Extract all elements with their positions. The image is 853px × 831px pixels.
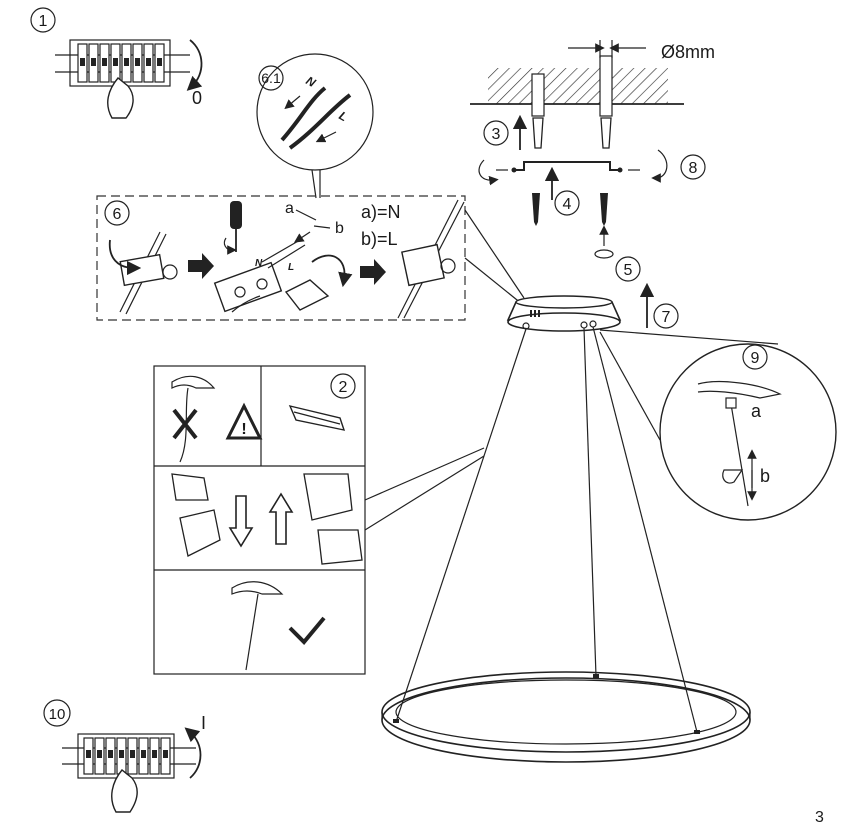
wire-b-label: b — [335, 220, 344, 237]
suspension-cable — [592, 326, 698, 733]
step-4-number: 4 — [563, 196, 572, 213]
gloved-hands-icon — [171, 473, 363, 565]
drill-diameter-label: Ø8mm — [661, 42, 715, 62]
step-6-number: 6 — [113, 206, 122, 223]
hand-icon — [725, 397, 737, 409]
mounting-bracket-icon — [511, 161, 623, 173]
a-equals-n-label: a)=N — [361, 202, 401, 222]
check-icon — [288, 616, 326, 645]
hand-icon — [722, 469, 744, 484]
switch-on-label: I — [201, 713, 206, 733]
up-arrow-icon — [268, 492, 294, 545]
wall-plug-icon — [532, 117, 612, 149]
arrow-icon — [284, 95, 301, 110]
zoom-circle — [256, 53, 374, 171]
warning-icon — [225, 402, 263, 440]
step-6-frame — [96, 195, 466, 321]
step-10-switch-on: 10 I — [43, 699, 206, 813]
breaker-panel-icon — [62, 733, 196, 779]
canopy-icon — [171, 375, 216, 389]
rotate-arrow-icon — [594, 249, 614, 259]
step-5-number: 5 — [624, 262, 633, 279]
step-1-number: 1 — [39, 13, 48, 30]
step-2-number: 2 — [339, 379, 348, 396]
detail-a-label: a — [751, 401, 762, 421]
terminal-n-marker: N — [255, 258, 263, 269]
lamp-assembly: 7 — [381, 282, 751, 763]
arrow-icon — [315, 131, 337, 143]
b-equals-l-label: b)=L — [361, 229, 398, 249]
step-3-number: 3 — [492, 126, 501, 143]
step-1-switch-off: 1 0 — [30, 7, 203, 119]
step-10-number: 10 — [49, 706, 66, 723]
step-2-frame — [153, 365, 366, 675]
ceiling-hatch — [488, 68, 668, 104]
suspension-cable — [583, 327, 597, 677]
wire-a-label: a — [285, 200, 294, 217]
step-2-handling-panel: 2 ! — [153, 365, 485, 675]
neutral-marker: N — [304, 73, 319, 90]
detail-b-label: b — [760, 466, 770, 486]
step-8-number: 8 — [689, 160, 698, 177]
suspension-cable — [395, 328, 527, 723]
cable-clamp-closed-icon — [397, 199, 465, 319]
svg-text:!: ! — [241, 421, 246, 438]
step-9-height-detail: 9 a b — [599, 329, 837, 521]
step-9-number: 9 — [751, 350, 760, 367]
ceiling-mounting: Ø8mm 3 8 4 5 — [470, 40, 715, 282]
rotate-arrow-icon — [478, 159, 499, 186]
cable-clamp-open-icon — [108, 231, 178, 315]
zoom-circle — [659, 343, 837, 521]
neutral-wire — [280, 86, 327, 142]
rotate-down-arrow-icon — [186, 39, 203, 91]
live-marker: L — [337, 108, 350, 124]
canopy-icon — [231, 581, 284, 595]
rotate-arrow-icon — [651, 149, 668, 183]
next-arrow-icon — [360, 259, 386, 285]
step-1-badge — [30, 7, 56, 33]
screwdriver-icon — [223, 201, 242, 255]
next-arrow-icon — [188, 253, 214, 279]
cross-icon — [172, 408, 198, 440]
down-arrow-icon — [228, 495, 254, 548]
step-6-1-number: 6.1 — [261, 70, 281, 86]
rotate-up-arrow-icon — [184, 727, 202, 779]
page-number: 3 — [815, 809, 824, 826]
rotate-arrow-icon — [311, 254, 353, 288]
switch-off-label: 0 — [192, 88, 202, 108]
hand-icon — [107, 77, 134, 119]
step-7-number: 7 — [662, 309, 671, 326]
step-6-connection-box: 6 N L a b a)=N — [96, 195, 525, 321]
screw-icon — [532, 193, 608, 226]
terminal-block-icon: N L — [213, 258, 330, 313]
step-6-1-wire-detail: 6.1 N L — [256, 53, 374, 199]
terminal-l-marker: L — [288, 262, 294, 273]
live-wire — [288, 93, 352, 150]
led-ring — [381, 671, 751, 763]
breaker-panel-icon — [55, 39, 190, 87]
hand-icon — [111, 769, 138, 813]
